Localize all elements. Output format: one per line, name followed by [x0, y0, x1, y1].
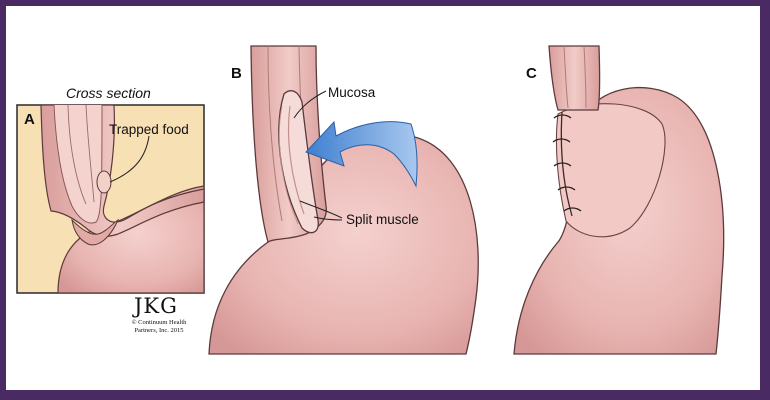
panel-c-letter: C — [526, 65, 537, 82]
diagram-art — [16, 45, 725, 355]
trapped-food-pouch — [96, 170, 112, 194]
panel-a — [16, 104, 205, 294]
trapped-food-leader — [109, 135, 150, 183]
panel-b-letter: B — [231, 65, 242, 82]
panel-b-stomach — [208, 133, 479, 355]
copyright-line-2: Partners, Inc. 2015 — [134, 326, 184, 334]
panel-a-letter: A — [24, 111, 35, 128]
panel-c-esophagus — [548, 45, 601, 111]
panel-b-arrow — [305, 120, 418, 188]
diagram-frame: Cross section A Trapped food B Mucosa Sp… — [6, 6, 760, 390]
panel-c — [513, 45, 725, 355]
panel-b-mucosa-fold — [287, 105, 305, 215]
mucosa-label: Mucosa — [328, 85, 376, 100]
panel-b — [208, 45, 479, 355]
split-muscle-leader-1 — [299, 200, 343, 219]
copyright-notice: © Continuum Health Partners, Inc. 2015 — [120, 319, 198, 335]
panel-c-wrap — [555, 103, 666, 238]
cross-section-heading: Cross section — [66, 85, 151, 101]
inset-sphincter — [71, 218, 120, 246]
panel-c-stitches — [552, 114, 582, 212]
artist-signature: JKG — [134, 294, 178, 318]
trapped-food-label: Trapped food — [109, 122, 189, 137]
mucosa-leader — [293, 90, 327, 119]
copyright-line-1: © Continuum Health — [131, 319, 187, 326]
split-muscle-label: Split muscle — [346, 212, 419, 227]
split-muscle-leader-2 — [313, 216, 343, 221]
